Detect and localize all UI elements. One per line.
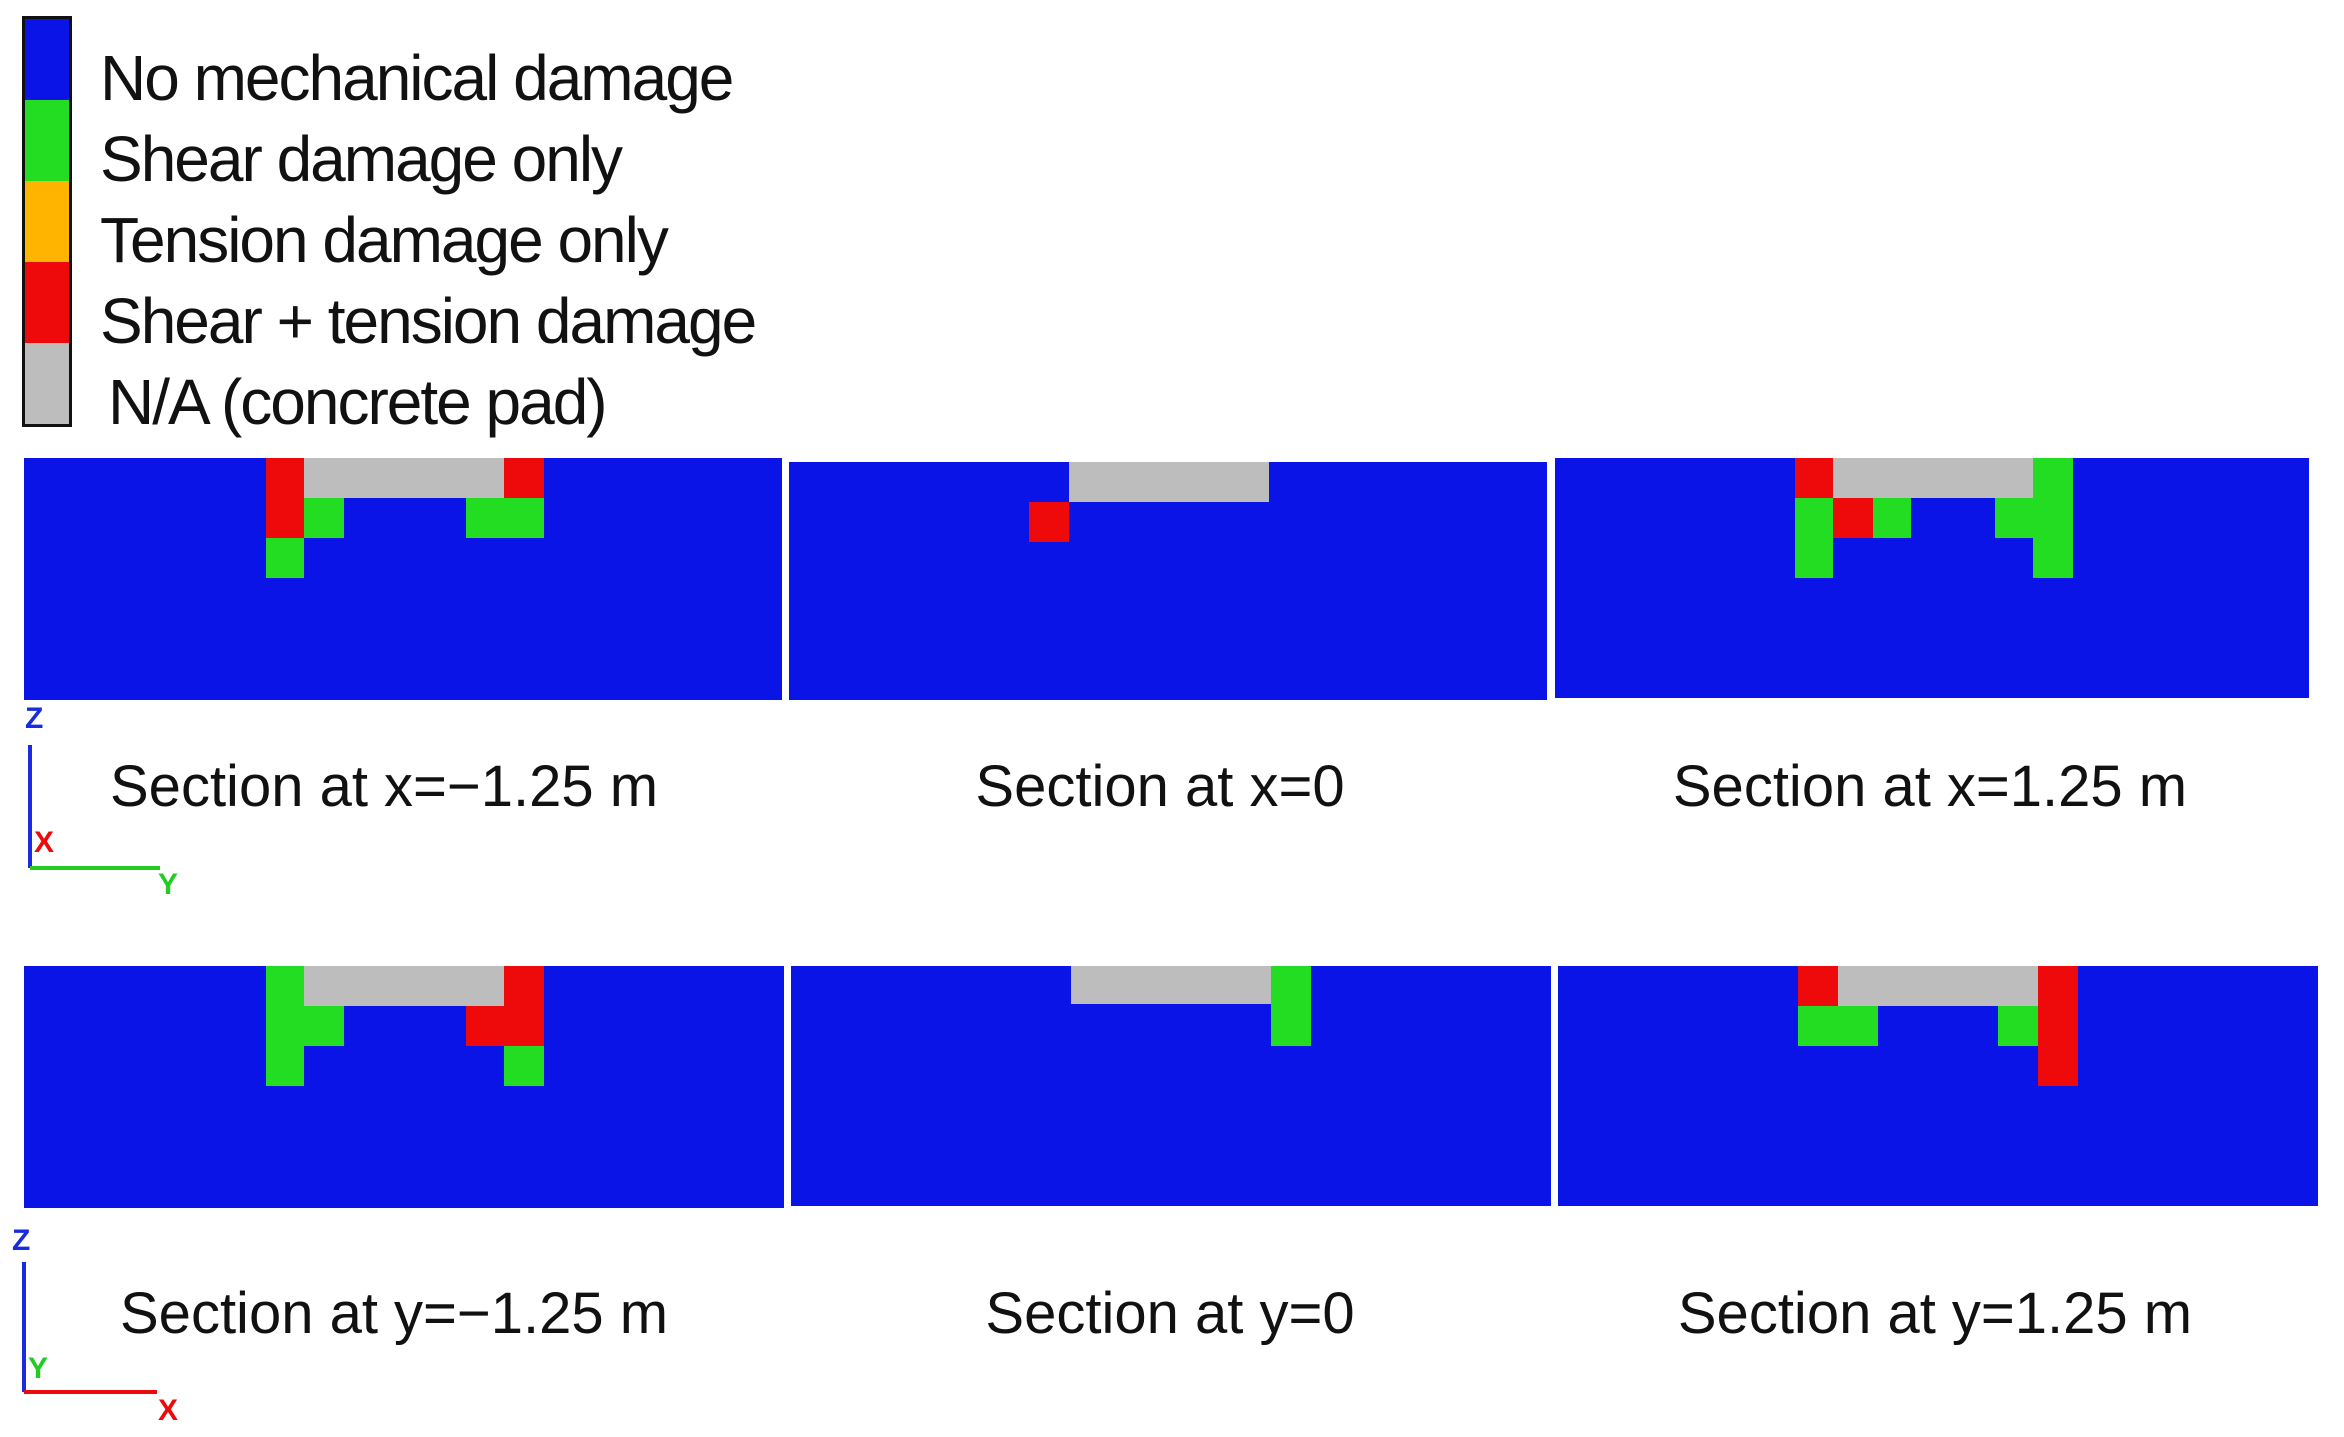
axis-triad-zxy: Z X Y (20, 700, 200, 900)
legend-label-shear: Shear damage only (100, 123, 623, 195)
section-panel-x-plus (1555, 458, 2309, 698)
legend-swatch-shear-tension (25, 262, 69, 343)
cell-shear-tension (1798, 966, 1838, 1006)
cell-shear (466, 498, 544, 538)
cell-shear (504, 1046, 544, 1086)
z-axis-label: Z (12, 1224, 31, 1257)
cell-shear (1271, 966, 1311, 1046)
soil-no-damage (791, 966, 1551, 1206)
section-caption-y-minus: Section at y=−1.25 m (120, 1281, 669, 1346)
soil-no-damage (24, 966, 784, 1208)
legend-label-concrete-pad: N/A (concrete pad) (108, 366, 608, 438)
section-caption-y-zero: Section at y=0 (985, 1281, 1355, 1346)
cell-shear-tension (1833, 498, 1873, 538)
cell-shear (304, 1006, 344, 1046)
legend-label-tension: Tension damage only (100, 204, 669, 276)
cell-shear (266, 966, 304, 1086)
section-panel-y-plus (1558, 966, 2318, 1206)
cell-shear (1998, 1006, 2038, 1046)
legend-label-no-damage: No mechanical damage (100, 42, 734, 114)
cell-shear-tension (1795, 458, 1833, 498)
y-axis-label: Y (28, 1352, 49, 1385)
section-panel-x-minus (24, 458, 782, 700)
cell-shear (1798, 1006, 1878, 1046)
section-caption-x-minus: Section at x=−1.25 m (110, 754, 659, 819)
x-axis-label: X (158, 1394, 179, 1427)
cell-shear-tension (266, 458, 304, 538)
cell-shear-tension (504, 458, 544, 498)
cell-shear (1995, 498, 2033, 538)
section-panel-x-zero (789, 462, 1547, 700)
z-axis-label: Z (25, 702, 44, 735)
y-axis-label: Y (158, 868, 179, 901)
cell-shear (266, 538, 304, 578)
legend-label-shear-tension: Shear + tension damage (100, 285, 757, 357)
section-caption-y-plus: Section at y=1.25 m (1677, 1281, 2193, 1346)
cell-shear-tension (1029, 502, 1069, 542)
cell-shear (304, 498, 344, 538)
axis-triad-zyx: Z Y X (12, 1224, 192, 1427)
cell-shear (2033, 458, 2073, 578)
concrete-pad (1069, 462, 1269, 502)
concrete-pad (304, 458, 526, 498)
concrete-pad (304, 966, 504, 1006)
cell-shear (1873, 498, 1911, 538)
cell-shear (1795, 498, 1833, 578)
legend-swatch-tension (25, 181, 69, 262)
soil-no-damage (24, 458, 782, 700)
legend-color-bar (22, 16, 72, 427)
section-panel-y-zero (791, 966, 1551, 1206)
section-caption-x-plus: Section at x=1.25 m (1672, 754, 2188, 819)
legend-swatch-shear (25, 100, 69, 181)
cell-shear-tension (2038, 966, 2078, 1086)
concrete-pad (1838, 966, 2038, 1006)
legend-swatch-no-damage (25, 19, 69, 100)
concrete-pad (1071, 966, 1271, 1004)
x-axis-label: X (34, 826, 55, 859)
cell-shear-tension (466, 1006, 504, 1046)
section-panel-y-minus (24, 966, 784, 1208)
legend-swatch-concrete-pad (25, 343, 69, 424)
cell-shear-tension (504, 966, 544, 1046)
concrete-pad (1833, 458, 2033, 498)
section-caption-x-zero: Section at x=0 (975, 754, 1345, 819)
